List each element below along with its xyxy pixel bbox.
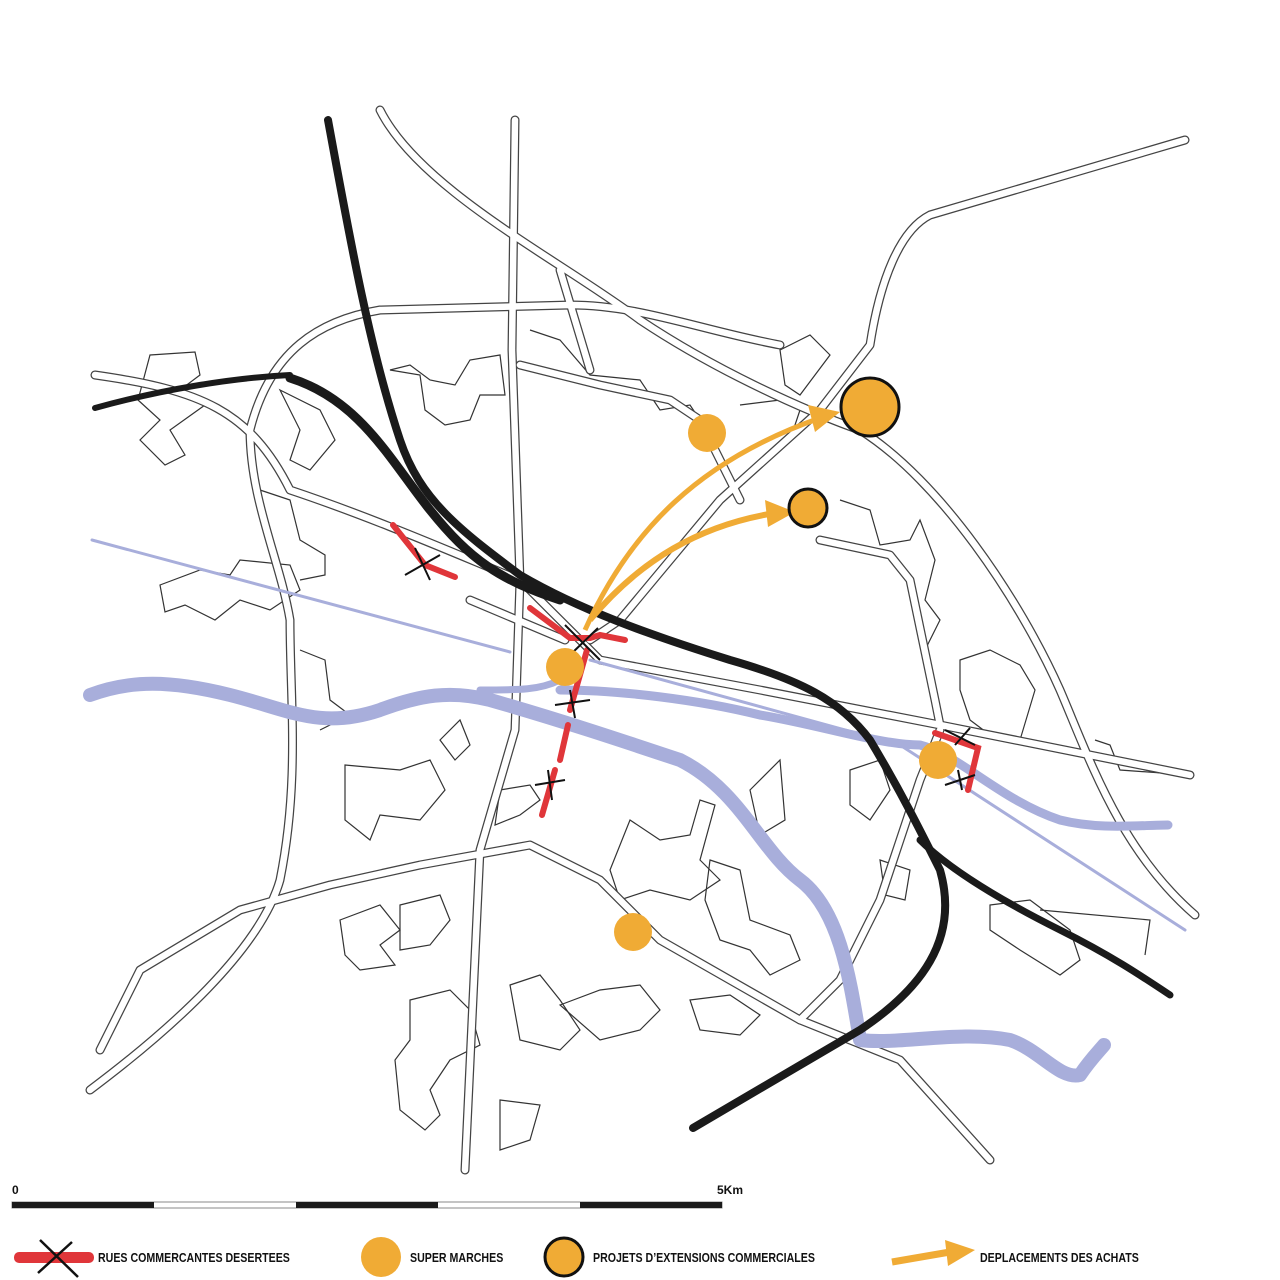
legend-extension-projects: PROJETS D’EXTENSIONS COMMERCIALES xyxy=(593,1251,815,1265)
road xyxy=(556,266,594,374)
railways xyxy=(92,116,1174,1132)
road xyxy=(91,371,1194,779)
scale-bar xyxy=(11,1201,723,1209)
legend-deserted-streets: RUES COMMERCANTES DESERTEES xyxy=(98,1251,290,1265)
road xyxy=(466,596,569,644)
orange-arrow-icon xyxy=(891,1240,975,1266)
scale-start-label: 0 xyxy=(12,1183,19,1197)
legend-supermarkets: SUPER MARCHES xyxy=(410,1251,504,1265)
road xyxy=(461,116,524,1174)
shopping-flow-arrows xyxy=(582,405,840,632)
road-casing xyxy=(90,370,1195,780)
road xyxy=(586,136,1189,644)
rivers xyxy=(83,538,1187,1083)
road xyxy=(86,301,784,1094)
outlined-orange-circle-icon xyxy=(543,1236,585,1278)
cross-marks xyxy=(404,547,976,801)
scale-end-label: 5Km xyxy=(717,1183,744,1197)
deserted-streets xyxy=(390,522,982,818)
road xyxy=(96,841,994,1164)
legend-icons xyxy=(14,1236,975,1278)
urban-blocks xyxy=(137,329,1191,1151)
road xyxy=(816,536,944,729)
orange-circle-icon xyxy=(361,1237,401,1277)
legend-shopping-flows: DEPLACEMENTS DES ACHATS xyxy=(980,1251,1139,1265)
crossed-red-street-icon xyxy=(14,1239,94,1278)
extension-projects xyxy=(787,376,901,529)
supermarkets xyxy=(546,414,957,951)
roads xyxy=(85,105,1200,1175)
